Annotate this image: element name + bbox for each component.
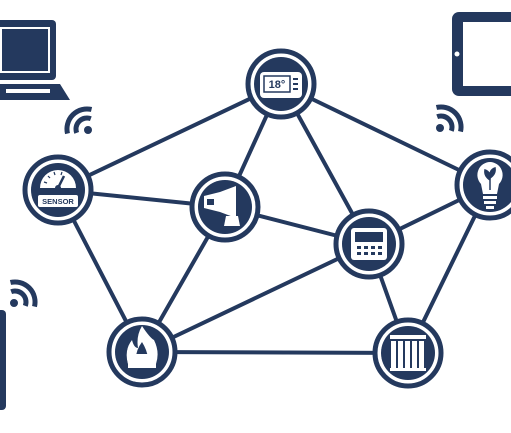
link-thermostat-bulb: [279, 82, 492, 187]
network-links: [56, 82, 492, 355]
alarm-node[interactable]: [189, 171, 261, 243]
heater-node[interactable]: [372, 317, 444, 389]
fire-node[interactable]: [106, 316, 178, 388]
link-fire-heater: [140, 350, 410, 355]
thermostat-reading: 18°: [269, 79, 286, 91]
fire-alarm-icon: [126, 326, 158, 368]
keypad-panel-icon: [351, 228, 387, 260]
wifi-signal-icon: [64, 106, 93, 135]
alarm-siren-icon: [204, 186, 240, 226]
wifi-signal-icon: [9, 279, 38, 308]
sensor-gauge-icon: [40, 170, 76, 188]
phone-icon: [0, 310, 6, 410]
smart-bulb-icon: [477, 162, 503, 209]
link-keypad-fire: [140, 242, 371, 354]
sensor-label: SENSOR: [42, 197, 74, 206]
wifi-signal-icon: [435, 104, 464, 133]
radiator-icon: [390, 335, 426, 371]
laptop-icon: [0, 20, 70, 100]
thermostat-node[interactable]: 18°: [245, 48, 317, 120]
link-thermostat-sensor: [56, 82, 283, 192]
sensor-node[interactable]: SENSOR: [22, 154, 94, 226]
keypad-node[interactable]: [333, 208, 405, 280]
tablet-icon: [452, 12, 511, 96]
bulb-node[interactable]: [454, 149, 511, 221]
